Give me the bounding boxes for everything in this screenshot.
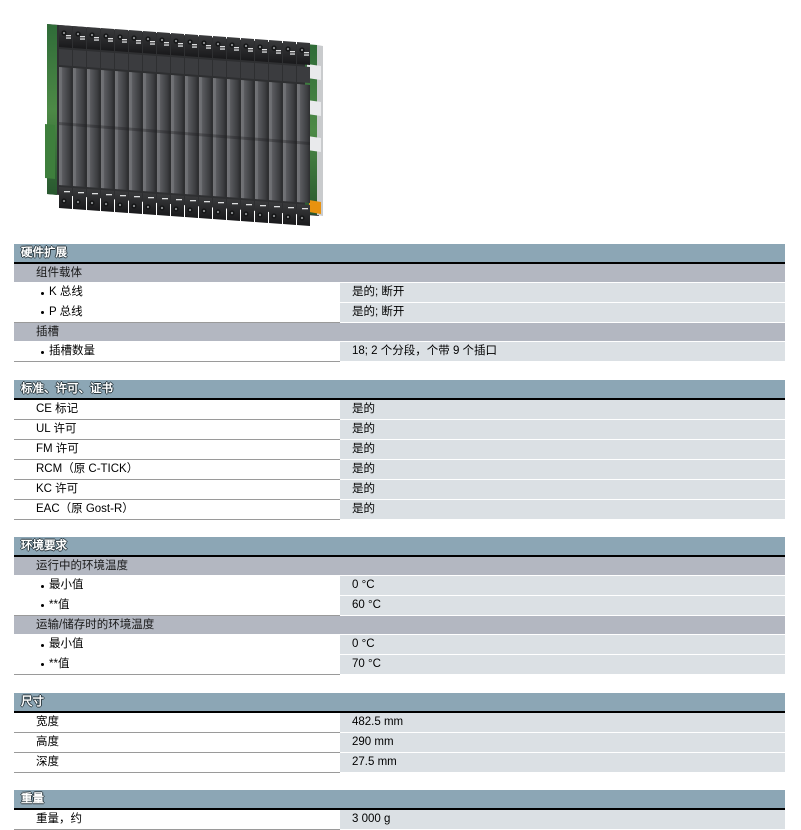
spec-row: P 总线 是的; 断开: [14, 302, 785, 323]
spec-label-cell: 重量，约: [14, 809, 340, 830]
spec-label-cell: 最小值: [14, 634, 340, 655]
spec-label-cell: 插槽数量: [14, 341, 340, 362]
spec-label-text: P 总线: [49, 305, 83, 318]
spec-row: RCM（原 C-TICK）是的: [14, 459, 785, 480]
section-header-row: 硬件扩展: [14, 244, 785, 264]
spec-row: **值 70 °C: [14, 654, 785, 675]
spec-row: UL 许可是的: [14, 419, 785, 440]
spec-value-cell: 482.5 mm: [340, 711, 785, 733]
spec-value-cell: 0 °C: [340, 634, 785, 655]
spec-label-text: K 总线: [49, 286, 83, 299]
spec-row: 最小值 0 °C: [14, 575, 785, 596]
section-spacer-cell: [14, 772, 785, 790]
spec-row: CE 标记是的: [14, 398, 785, 420]
section-spacer-cell: [14, 519, 785, 537]
spec-value-cell: 是的; 断开: [340, 282, 785, 303]
subgroup-title: 组件载体: [14, 263, 785, 283]
bullet-icon: [41, 604, 44, 608]
spec-value-cell: 是的; 断开: [340, 302, 785, 323]
spec-label-cell: 深度: [14, 752, 340, 773]
section-spacer: [14, 519, 785, 537]
section-header-row: 尺寸: [14, 692, 785, 713]
spec-row: 插槽数量 18; 2 个分段，个带 9 个插口: [14, 341, 785, 362]
subgroup-title: 运行中的环境温度: [14, 556, 785, 576]
spec-row: FM 许可是的: [14, 439, 785, 460]
section-spacer-cell: [14, 674, 785, 693]
spec-value-cell: 27.5 mm: [340, 752, 785, 773]
spec-label-text: **值: [49, 657, 70, 670]
section-header-row: 环境要求: [14, 537, 785, 557]
spec-value-cell: 是的: [340, 398, 785, 420]
spec-value-cell: 3 000 g: [340, 809, 785, 830]
bullet-icon: [41, 643, 44, 647]
bullet-icon: [41, 350, 44, 354]
section-title: 尺寸: [14, 692, 785, 713]
spec-label-cell: P 总线: [14, 302, 340, 323]
spec-label-cell: KC 许可: [14, 479, 340, 500]
product-image-container: [33, 4, 327, 232]
section-title: 环境要求: [14, 537, 785, 557]
spec-label-text: 插槽数量: [49, 345, 95, 357]
bullet-icon: [41, 311, 44, 315]
spec-label-cell: EAC（原 Gost-R）: [14, 499, 340, 520]
section-header-row: 标准、许可、证书: [14, 379, 785, 400]
spec-label-cell: FM 许可: [14, 439, 340, 460]
spec-value-cell: 是的: [340, 419, 785, 440]
spec-label-text: 最小值: [49, 638, 84, 651]
spec-value-cell: 是的: [340, 459, 785, 480]
spec-label-text: **值: [49, 598, 70, 611]
section-title: 硬件扩展: [14, 244, 785, 264]
spec-label-text: 最小值: [49, 579, 84, 592]
spec-value-cell: 60 °C: [340, 595, 785, 616]
subgroup-header-row: 运行中的环境温度: [14, 556, 785, 576]
spec-row: 最小值 0 °C: [14, 634, 785, 655]
product-photo-s7-400-rack: [33, 4, 327, 232]
spec-label-cell: UL 许可: [14, 419, 340, 440]
spec-row: **值 60 °C: [14, 595, 785, 616]
spec-row: KC 许可是的: [14, 479, 785, 500]
section-spacer-cell: [14, 361, 785, 380]
subgroup-title: 插槽: [14, 322, 785, 342]
section-spacer: [14, 772, 785, 790]
spec-label-cell: 宽度: [14, 711, 340, 733]
subgroup-title: 运输/储存时的环境温度: [14, 615, 785, 635]
subgroup-header-row: 运输/储存时的环境温度: [14, 615, 785, 635]
spec-value-cell: 是的: [340, 499, 785, 520]
spec-label-cell: 最小值: [14, 575, 340, 596]
section-title: 重量: [14, 790, 785, 810]
spec-label-cell: 高度: [14, 732, 340, 753]
subgroup-header-row: 组件载体: [14, 263, 785, 283]
subgroup-header-row: 插槽: [14, 322, 785, 342]
section-spacer: [14, 674, 785, 693]
spec-row: K 总线 是的; 断开: [14, 282, 785, 303]
spec-row: EAC（原 Gost-R）是的: [14, 499, 785, 520]
spec-label-cell: K 总线: [14, 282, 340, 303]
spec-value-cell: 70 °C: [340, 654, 785, 675]
spec-label-cell: CE 标记: [14, 398, 340, 420]
spec-value-cell: 18; 2 个分段，个带 9 个插口: [340, 341, 785, 362]
spec-label-cell: RCM（原 C-TICK）: [14, 459, 340, 480]
bullet-icon: [41, 291, 44, 295]
spec-value-cell: 是的: [340, 479, 785, 500]
section-spacer: [14, 361, 785, 380]
bullet-icon: [41, 584, 44, 588]
bullet-icon: [41, 663, 44, 667]
spec-value-cell: 290 mm: [340, 732, 785, 753]
spec-label-cell: **值: [14, 654, 340, 675]
spec-label-cell: **值: [14, 595, 340, 616]
spec-value-cell: 是的: [340, 439, 785, 460]
section-title: 标准、许可、证书: [14, 379, 785, 400]
section-header-row: 重量: [14, 790, 785, 810]
spec-value-cell: 0 °C: [340, 575, 785, 596]
